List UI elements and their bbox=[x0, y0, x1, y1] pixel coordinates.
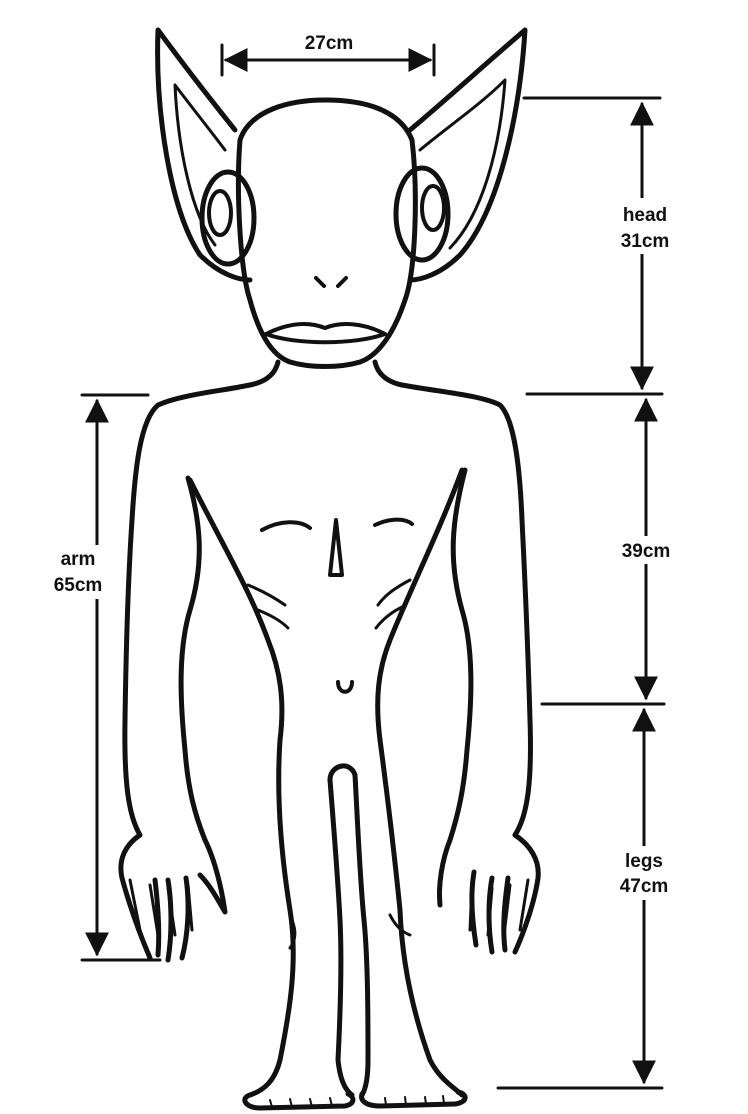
left-foot bbox=[245, 1094, 353, 1108]
head-name-label: head bbox=[623, 205, 667, 226]
right-leg-inner bbox=[355, 775, 368, 1095]
left-hand bbox=[121, 835, 225, 960]
right-ear bbox=[410, 30, 525, 280]
width-label: 27cm bbox=[305, 33, 354, 54]
body-outline-right bbox=[375, 362, 530, 835]
lower-lip bbox=[266, 334, 385, 342]
arm-name-label: arm bbox=[61, 549, 96, 570]
right-ear-inner bbox=[420, 80, 505, 248]
left-eye bbox=[209, 191, 231, 235]
right-foot bbox=[362, 1092, 466, 1106]
upper-lip bbox=[266, 324, 385, 334]
left-nostril bbox=[316, 278, 324, 286]
right-eye bbox=[422, 186, 444, 230]
body-outline bbox=[125, 362, 278, 835]
right-nostril bbox=[338, 278, 346, 286]
right-inner-arm bbox=[450, 470, 471, 840]
navel bbox=[338, 682, 352, 692]
left-leg-inner bbox=[330, 780, 352, 1095]
left-pec bbox=[262, 522, 310, 530]
left-torso-side bbox=[190, 480, 282, 740]
labels: 27cm head 31cm 39cm arm 65cm legs 47cm bbox=[54, 33, 671, 897]
right-fingers bbox=[470, 880, 528, 935]
head-value-label: 31cm bbox=[621, 231, 670, 252]
right-torso-side bbox=[378, 470, 462, 740]
legs-name-label: legs bbox=[625, 851, 663, 872]
legs-value-label: 47cm bbox=[620, 876, 669, 897]
left-leg-outer bbox=[250, 740, 293, 1095]
sternum bbox=[330, 520, 342, 575]
arm-value-label: 65cm bbox=[54, 575, 103, 596]
torso-value-label: 39cm bbox=[622, 541, 671, 562]
right-pec bbox=[375, 520, 412, 525]
crotch bbox=[330, 766, 355, 780]
left-inner-arm bbox=[181, 478, 205, 840]
creature-figure bbox=[121, 30, 538, 1108]
